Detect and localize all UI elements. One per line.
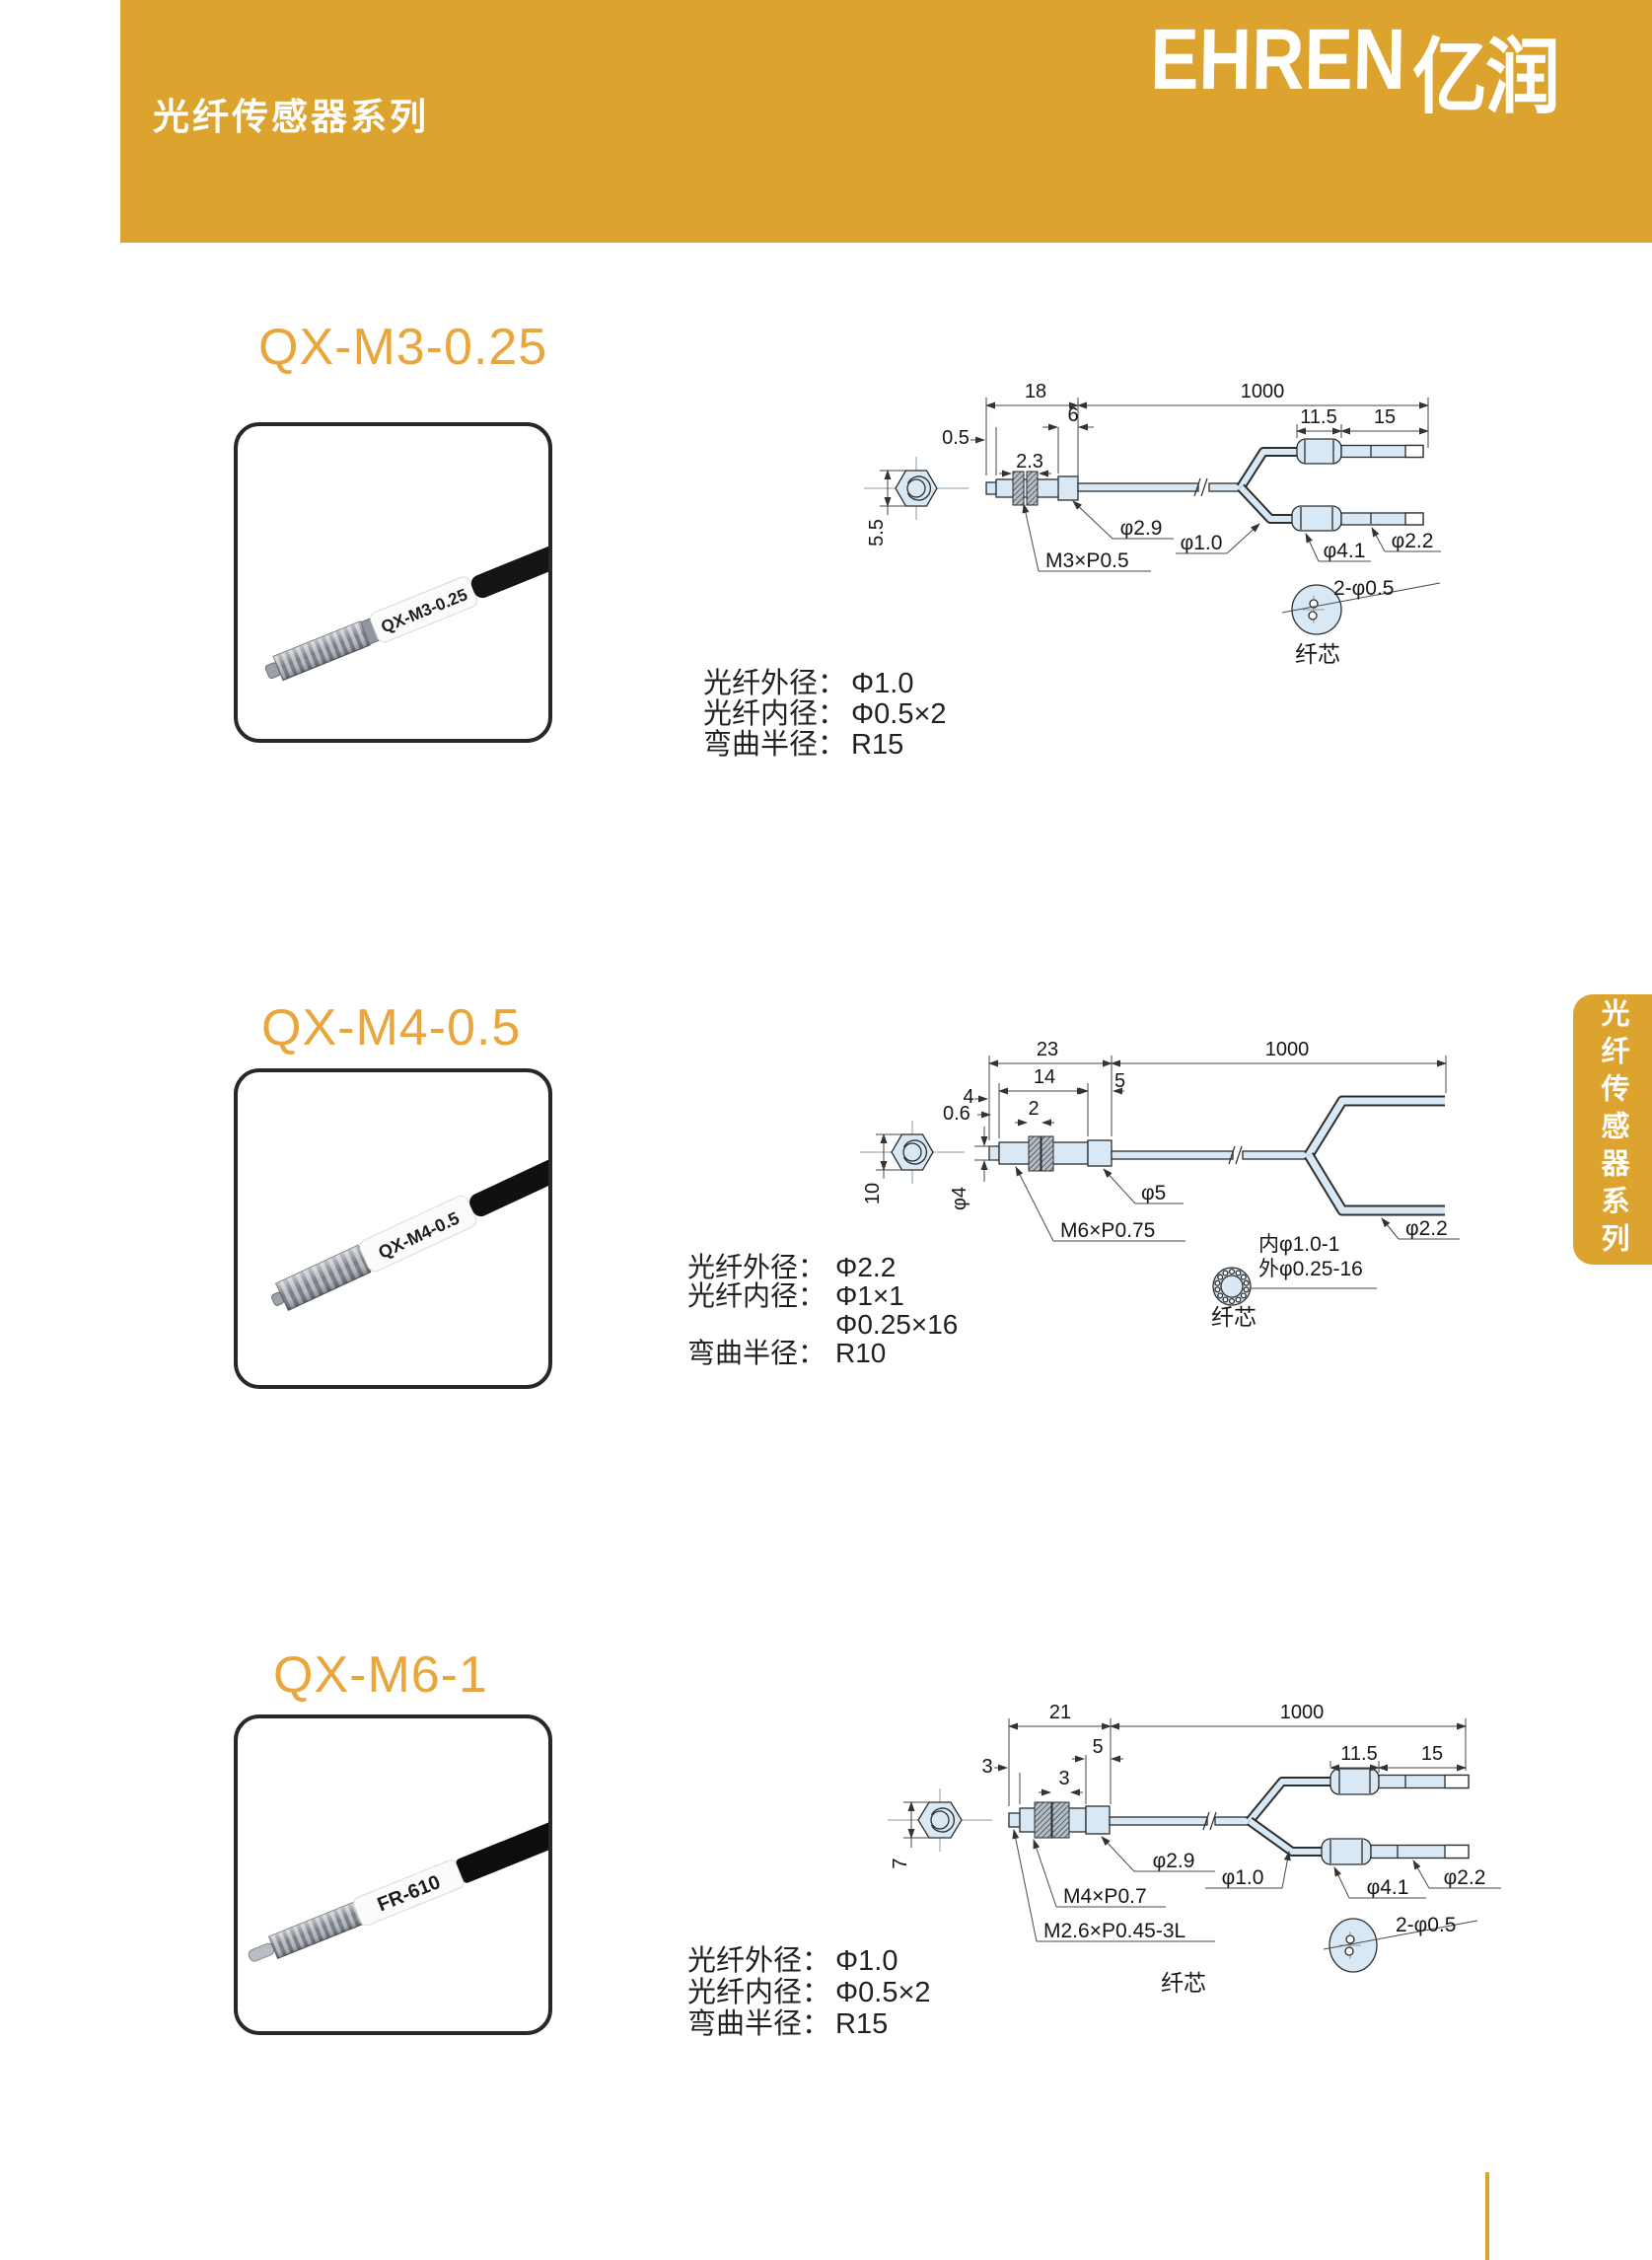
- fiber-core-view: 内φ1.0-1 外φ0.25-16 纤芯: [1211, 1233, 1377, 1330]
- caption-fiber-core: 纤芯: [1295, 641, 1340, 667]
- label-core-holes: 2-φ0.5: [1396, 1914, 1456, 1936]
- spec-list-2: 光纤外径：Φ2.2 光纤内径：Φ1×1 Φ0.25×16 弯曲半径：R10: [687, 1253, 958, 1367]
- dim-hex-width: 5.5: [866, 519, 888, 547]
- model-title-3: QX-M6-1: [273, 1646, 488, 1704]
- label-fiber-dia: φ1.0: [1181, 532, 1223, 554]
- label-thread: M4×P0.7: [1063, 1885, 1147, 1908]
- sensor-cable: [456, 1802, 548, 1883]
- dim-block-length: 5: [1114, 1070, 1125, 1092]
- page-title: 光纤传感器系列: [153, 97, 429, 137]
- product-photo-3-image: FR-610: [248, 1802, 548, 1962]
- product-photo-3: FR-610: [234, 1714, 552, 2035]
- upper-connector: [1296, 438, 1342, 465]
- spec-row: 光纤外径：Φ1.0: [687, 1945, 898, 1977]
- caption-fiber-core: 纤芯: [1161, 1970, 1206, 1996]
- sensor-side-view: [1008, 1768, 1470, 1865]
- spec-list-3: 光纤外径：Φ1.0 光纤内径：Φ0.5×2 弯曲半径：R15: [687, 1945, 931, 2040]
- label-block-dia: φ2.9: [1120, 517, 1163, 540]
- label-fiber-dia: φ1.0: [1222, 1866, 1264, 1889]
- model-title-2: QX-M4-0.5: [261, 999, 522, 1057]
- label-end-dia: φ2.2: [1405, 1217, 1448, 1240]
- header-band: 光纤传感器系列 EHREN 亿润: [120, 0, 1652, 243]
- page-corner-tick: [1485, 2172, 1489, 2260]
- dim-block-length: 5: [1092, 1736, 1103, 1758]
- dim-block-length: 6: [1067, 404, 1078, 426]
- spec-row: Φ0.25×16: [835, 1309, 959, 1340]
- model-title-1: QX-M3-0.25: [258, 319, 548, 376]
- label-thread: M3×P0.5: [1045, 549, 1129, 572]
- dim-nut-width: 3: [1058, 1768, 1069, 1789]
- dim-connector-length: 11.5: [1300, 406, 1336, 428]
- dim-head-length: 23: [1037, 1039, 1058, 1060]
- spec-row: 光纤外径：Φ2.2: [687, 1252, 897, 1282]
- dim-head-length: 18: [1025, 381, 1046, 402]
- spec-row: 弯曲半径：R15: [687, 2008, 889, 2040]
- dim-nut-width: 2: [1028, 1098, 1039, 1120]
- label-thread: M6×P0.75: [1060, 1219, 1155, 1242]
- product-photo-2: QX-M4-0.5: [234, 1068, 552, 1389]
- lower-connector: [1291, 505, 1342, 532]
- sensor-side-view: [985, 438, 1424, 532]
- hex-nut-front-view: [888, 1788, 992, 1852]
- product-photo-1: QX-M3-0.25: [234, 422, 552, 743]
- hex-nut-front-view: [864, 457, 969, 520]
- label-end-dia: φ2.2: [1444, 1866, 1486, 1889]
- label-connector-dia: φ4.1: [1324, 540, 1366, 562]
- spec-list-1: 光纤外径：Φ1.0 光纤内径：Φ0.5×2 弯曲半径：R15: [703, 669, 947, 761]
- dim-cable-length: 1000: [1241, 381, 1285, 402]
- dim-end-length: 15: [1374, 406, 1396, 428]
- brand-logo-en: EHREN: [1149, 11, 1406, 109]
- upper-connector: [1329, 1768, 1380, 1795]
- dim-tip-length: 0.5: [942, 427, 970, 449]
- dim-step-length: 0.6: [943, 1103, 970, 1125]
- product-photo-1-image: QX-M3-0.25: [264, 526, 548, 682]
- spec-row: 弯曲半径：R10: [687, 1338, 887, 1368]
- label-block-dia: φ5: [1141, 1182, 1166, 1204]
- dimension-drawing-1: 5.5: [864, 381, 1441, 667]
- caption-fiber-core: 纤芯: [1211, 1304, 1257, 1330]
- fiber-core-view: 2-φ0.5 纤芯: [1161, 1914, 1478, 1996]
- hex-nut-front-view: [860, 1121, 965, 1184]
- sensor-cable: [470, 526, 548, 599]
- fiber-core-view: 2-φ0.5 纤芯: [1281, 577, 1441, 667]
- dimension-drawing-3: 7: [888, 1702, 1501, 1996]
- label-connector-dia: φ4.1: [1367, 1876, 1409, 1899]
- dim-barrel-length: 14: [1034, 1066, 1055, 1088]
- product-photo-2-image: QX-M4-0.5: [270, 1133, 548, 1312]
- label-thread2: M2.6×P0.45-3L: [1043, 1920, 1185, 1942]
- spec-row: 光纤内径：Φ0.5×2: [687, 1977, 931, 2008]
- side-tab-label: 光纤传感器系列: [1597, 998, 1628, 1261]
- label-core-holes: 2-φ0.5: [1333, 577, 1394, 600]
- sensor-side-view: [988, 1095, 1447, 1216]
- brand-logo-cn: 亿润: [1412, 32, 1560, 124]
- dim-cable-length: 1000: [1265, 1039, 1310, 1060]
- dim-hex-width: 7: [890, 1858, 911, 1868]
- dim-nut-width: 2.3: [1016, 451, 1043, 473]
- label-block-dia: φ2.9: [1153, 1850, 1195, 1872]
- sensor-tip: [248, 1942, 275, 1962]
- dim-end-length: 15: [1421, 1743, 1443, 1765]
- label-core-inner: 内φ1.0-1: [1258, 1233, 1339, 1256]
- spec-row: 弯曲半径：R15: [703, 729, 904, 761]
- dim-cable-length: 1000: [1280, 1702, 1325, 1723]
- dim-tip-length: 4: [963, 1086, 973, 1108]
- dim-tip-length: 3: [981, 1756, 992, 1778]
- spec-row: 光纤内径：Φ0.5×2: [703, 698, 947, 730]
- brand-logo: EHREN 亿润: [1149, 10, 1560, 123]
- dimension-drawing-2: 10 23 1000 14 5: [860, 1039, 1460, 1330]
- spec-row: 光纤外径：Φ1.0: [703, 668, 914, 699]
- dim-body-dia: φ4: [949, 1187, 970, 1210]
- dim-head-length: 21: [1049, 1702, 1071, 1723]
- sensor-cable: [469, 1133, 548, 1217]
- label-end-dia: φ2.2: [1392, 530, 1434, 552]
- dim-hex-width: 10: [862, 1183, 884, 1204]
- spec-row: 光纤内径：Φ1×1: [687, 1280, 904, 1311]
- label-core-outer: 外φ0.25-16: [1258, 1258, 1363, 1280]
- lower-connector: [1321, 1838, 1372, 1865]
- side-tab: 光纤传感器系列: [1573, 994, 1652, 1265]
- dim-connector-length: 11.5: [1340, 1743, 1377, 1765]
